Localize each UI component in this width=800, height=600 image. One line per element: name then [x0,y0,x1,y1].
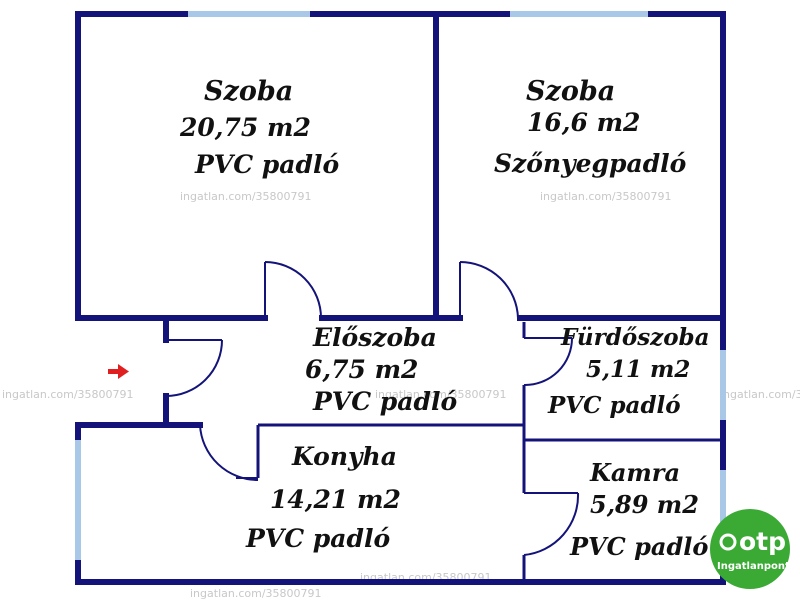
room-name: Előszoba [312,323,437,352]
room-name: Szoba [526,76,615,107]
room-floor: PVC padló [569,532,708,561]
room-furdoszoba: Fürdőszoba 5,11 m2 PVC padló [547,324,710,419]
logo-sub: Ingatlanpont [717,561,790,572]
watermark: ingatlan.com/35800791 [2,388,134,401]
room-eloszoba: Előszoba 6,75 m2 PVC padló [305,323,457,416]
otp-logo: otp Ingatlanpont [710,509,790,589]
room-szoba-1: Szoba 20,75 m2 PVC padló [179,76,339,179]
room-name: Kamra [589,458,680,487]
room-szoba-2: Szoba 16,6 m2 Szőnyegpadló [494,76,686,178]
doors [165,261,580,556]
room-name: Konyha [291,442,397,471]
room-floor: PVC padló [194,150,339,179]
entrance-arrow-icon [108,364,129,379]
watermark: ingatlan.com/35800791 [375,388,507,401]
room-area: 6,75 m2 [305,355,418,384]
watermark: ingatlan.com/35800791 [720,388,800,401]
room-area: 16,6 m2 [527,108,640,137]
room-konyha: Konyha 14,21 m2 PVC padló [245,442,401,553]
room-floor: Szőnyegpadló [494,149,686,178]
otp-swirl-icon [719,533,737,551]
room-floor: PVC padló [312,387,457,416]
room-kamra: Kamra 5,89 m2 PVC padló [569,458,708,561]
room-area: 5,89 m2 [590,490,699,519]
logo-brand: otp [739,527,786,556]
watermark: ingatlan.com/35800791 [190,587,322,600]
room-area: 20,75 m2 [179,113,311,142]
room-floor: PVC padló [245,524,390,553]
watermark: ingatlan.com/35800791 [180,190,312,203]
room-name: Fürdőszoba [560,324,710,351]
windows [75,11,726,560]
room-area: 5,11 m2 [586,356,690,383]
room-floor: PVC padló [547,392,681,419]
watermark: ingatlan.com/35800791 [540,190,672,203]
room-name: Szoba [204,76,293,107]
room-area: 14,21 m2 [270,485,401,514]
